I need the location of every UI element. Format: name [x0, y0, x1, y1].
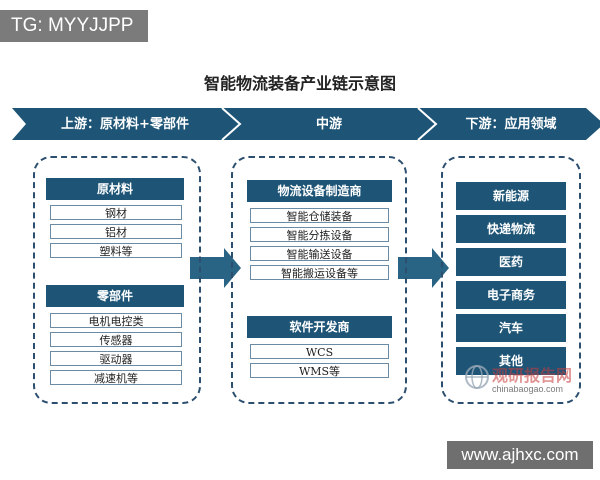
application-tile: 汽车	[456, 314, 566, 342]
flow-arrow-up-mid	[190, 248, 241, 288]
diagram-title: 智能物流装备产业链示意图	[203, 74, 396, 93]
software-item: WCS	[250, 344, 389, 359]
flow-arrow-mid-down	[398, 248, 449, 288]
component-item: 减速机等	[50, 370, 182, 385]
watermark-logo: 观研报告网 chinabaogao.com	[464, 360, 589, 400]
equipment-item: 智能输送设备	[250, 246, 389, 261]
component-item: 驱动器	[50, 351, 182, 366]
banner-midstream	[222, 108, 436, 140]
tag-overlay: TG: MYYJJPP	[0, 10, 148, 42]
raw-material-item: 塑料等	[50, 243, 182, 258]
banner-downstream	[418, 108, 600, 140]
banner-downstream-label: 下游：应用领域	[465, 117, 557, 132]
downstream-group	[441, 156, 581, 404]
software-item: WMS等	[250, 363, 389, 378]
midstream-group	[231, 156, 407, 404]
raw-material-item: 铝材	[50, 224, 182, 239]
watermark-main-text: 观研报告网	[492, 366, 573, 385]
application-tile: 快递物流	[456, 215, 566, 243]
equipment-item: 智能搬运设备等	[250, 265, 389, 280]
application-tile: 其他	[456, 347, 566, 375]
equipment-item: 智能仓储装备	[250, 208, 389, 223]
application-tile: 医药	[456, 248, 566, 276]
banner-upstream	[12, 108, 240, 140]
watermark-sub-text: chinabaogao.com	[492, 384, 564, 394]
equipment-item: 智能分拣设备	[250, 227, 389, 242]
software-developer-header: 软件开发商	[247, 316, 392, 338]
upstream-group	[33, 156, 201, 404]
raw-material-item: 钢材	[50, 205, 182, 220]
banner-upstream-label: 上游：原材料+零部件	[61, 117, 189, 132]
component-item: 传感器	[50, 332, 182, 347]
raw-materials-header: 原材料	[46, 178, 184, 200]
components-header: 零部件	[46, 285, 184, 307]
application-tile: 新能源	[456, 182, 566, 210]
banner-midstream-label: 中游	[315, 117, 342, 132]
component-item: 电机电控类	[50, 313, 182, 328]
site-url-overlay: www.ajhxc.com	[447, 441, 593, 469]
application-tile: 电子商务	[456, 281, 566, 309]
equipment-maker-header: 物流设备制造商	[247, 180, 392, 202]
watermark-globe-icon	[465, 365, 489, 389]
